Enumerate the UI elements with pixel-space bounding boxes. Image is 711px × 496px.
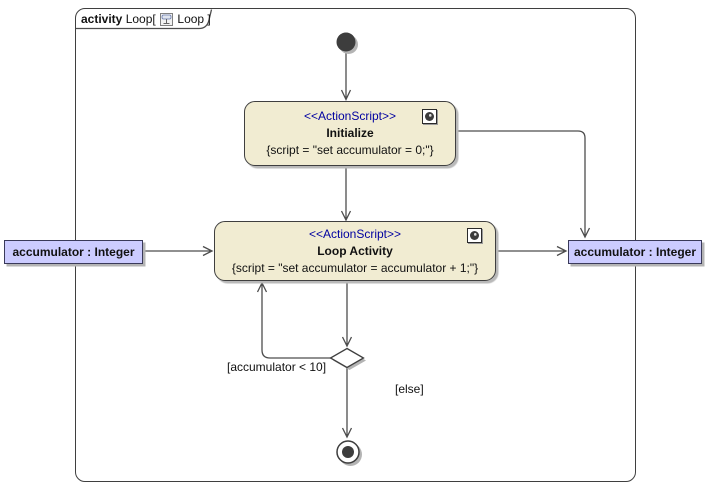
- edge-decision-to-loop-activity[interactable]: [256, 281, 332, 359]
- edge-initialize-to-loop-activity[interactable]: [340, 166, 352, 222]
- initial-node[interactable]: [336, 32, 356, 52]
- edge-initial-to-initialize[interactable]: [340, 51, 352, 102]
- script-action-icon: [422, 109, 437, 124]
- frame-title-post: Loop ]: [174, 12, 211, 26]
- script-action-icon: [467, 228, 482, 243]
- edge-decision-to-final[interactable]: [341, 368, 353, 439]
- loop-activity-stereotype: <<ActionScript>>: [308, 226, 402, 241]
- object-node-accumulator-left[interactable]: accumulator : Integer: [4, 240, 143, 264]
- edge-accumulator-left-to-loop-activity[interactable]: [143, 245, 214, 257]
- edge-initialize-to-accumulator-right[interactable]: [456, 130, 591, 239]
- object-node-label: accumulator : Integer: [12, 245, 135, 259]
- loop-activity-name: Loop Activity: [317, 243, 393, 258]
- loop-activity-script: {script = "set accumulator = accumulator…: [231, 260, 479, 275]
- initialize-stereotype: <<ActionScript>>: [303, 109, 397, 123]
- initialize-name: Initialize: [326, 126, 374, 140]
- edge-loop-activity-to-accumulator-right[interactable]: [496, 245, 568, 257]
- decision-node[interactable]: [329, 347, 365, 369]
- frame-title: activity Loop[ Loop ]: [81, 11, 211, 27]
- action-loop-activity[interactable]: <<ActionScript>> Loop Activity {script =…: [214, 221, 496, 281]
- edge-loop-activity-to-decision[interactable]: [341, 281, 353, 348]
- guard-label-else[interactable]: [else]: [394, 382, 425, 396]
- frame-keyword: activity: [81, 12, 123, 26]
- initialize-script: {script = "set accumulator = 0;"}: [266, 143, 434, 157]
- guard-label-loop[interactable]: [accumulator < 10]: [226, 360, 328, 374]
- object-node-label: accumulator : Integer: [573, 245, 697, 259]
- activity-diagram-icon: [160, 12, 174, 26]
- final-node-core: [342, 446, 354, 458]
- action-initialize[interactable]: <<ActionScript>> Initialize {script = "s…: [244, 101, 456, 166]
- object-node-accumulator-right[interactable]: accumulator : Integer: [568, 240, 702, 264]
- frame-title-pre: Loop[: [122, 12, 160, 26]
- frame-title-tab-border: [76, 9, 213, 30]
